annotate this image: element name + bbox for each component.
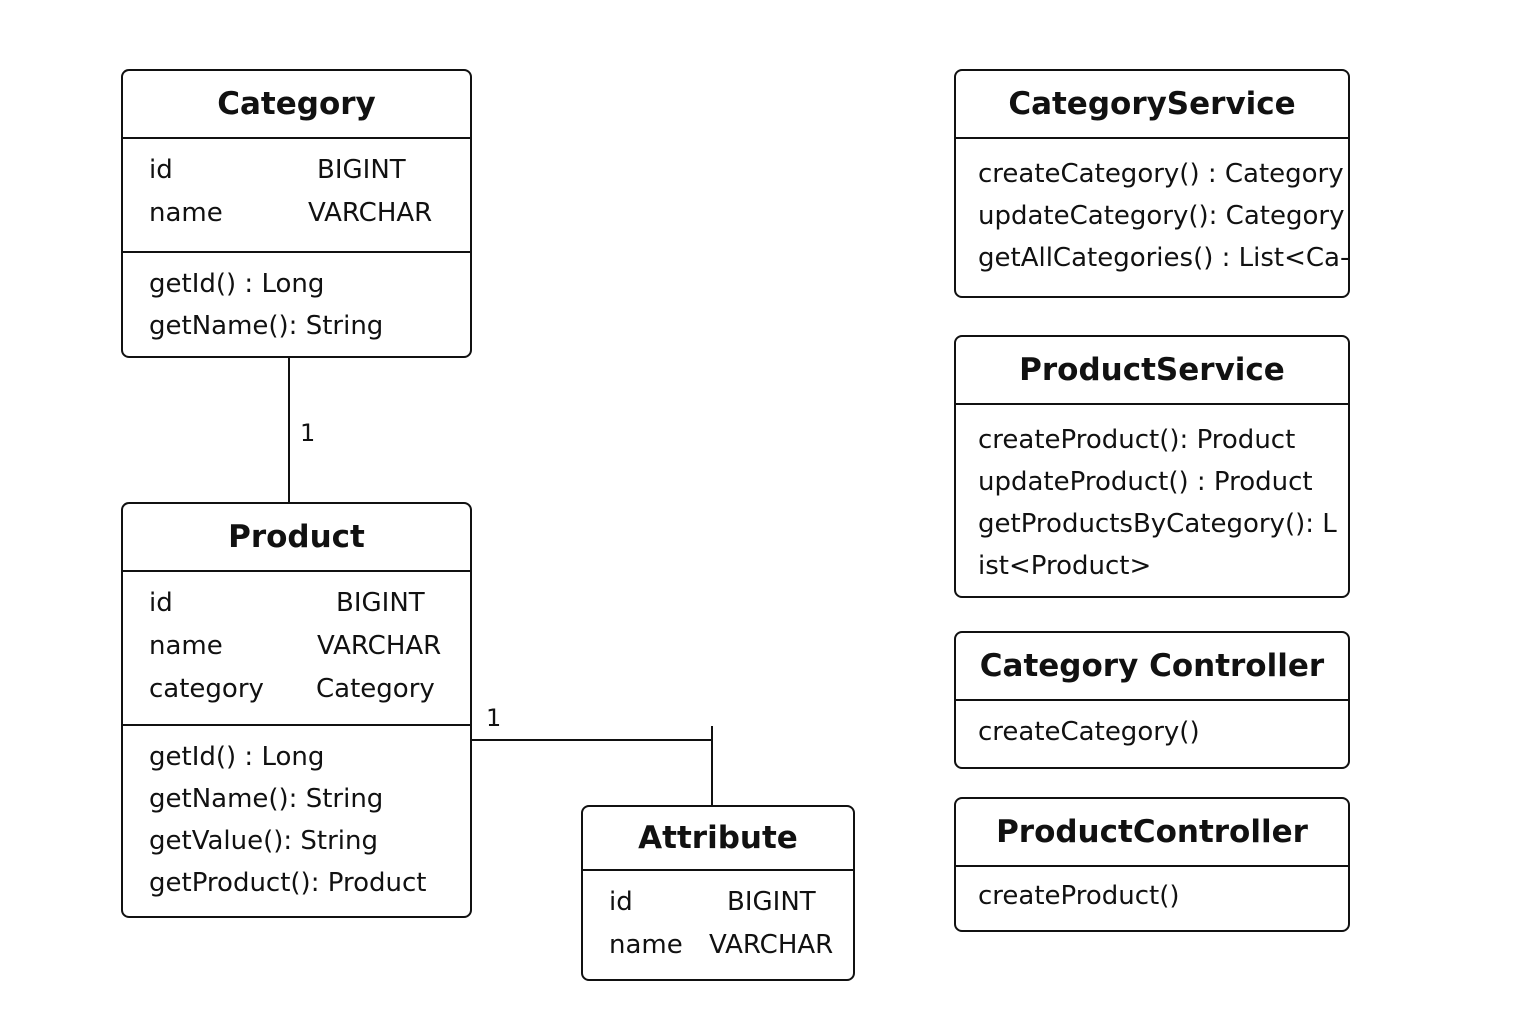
attribute-row: category Category [149, 668, 470, 711]
product-attribute-multiplicity: 1 [486, 704, 502, 732]
attribute-row: id BIGINT [149, 582, 470, 625]
class-title: Category Controller [956, 633, 1348, 701]
method-row: getAllCategories() : List<Ca- [978, 243, 1350, 273]
method-section: getId() : Long getName(): String [123, 253, 470, 347]
attribute-type: BIGINT [317, 155, 406, 185]
attribute-section: id BIGINT name VARCHAR [123, 139, 470, 253]
class-title: ProductService [956, 337, 1348, 405]
class-product-controller[interactable]: ProductController createProduct() [954, 797, 1350, 932]
class-title: Category [123, 71, 470, 139]
attribute-type: VARCHAR [709, 930, 834, 960]
method-row: updateCategory(): Category [978, 201, 1345, 231]
attribute-type: VARCHAR [317, 631, 442, 661]
method-section: createProduct(): Product updateProduct()… [956, 405, 1348, 587]
class-category-service[interactable]: CategoryService createCategory() : Categ… [954, 69, 1350, 298]
class-attribute[interactable]: Attribute id BIGINT name VARCHAR [581, 805, 855, 981]
method-row: createProduct() [978, 881, 1180, 911]
attribute-type: BIGINT [336, 588, 425, 618]
attribute-section: id BIGINT name VARCHAR [583, 871, 853, 967]
method-row: getName(): String [149, 311, 384, 341]
attribute-type: Category [316, 674, 435, 704]
method-row: updateProduct() : Product [978, 467, 1313, 497]
attribute-type: BIGINT [727, 887, 816, 917]
method-row: getId() : Long [149, 742, 325, 772]
product-attribute-link [471, 739, 713, 805]
method-row: getValue(): String [149, 826, 378, 856]
attribute-name: name [149, 631, 223, 661]
attribute-name: id [149, 588, 173, 618]
class-category[interactable]: Category id BIGINT name VARCHAR getId() … [121, 69, 472, 358]
method-row: getProductsByCategory(): L [978, 509, 1337, 539]
class-title: CategoryService [956, 71, 1348, 139]
class-product-service[interactable]: ProductService createProduct(): Product … [954, 335, 1350, 598]
method-row: ist<Product> [978, 551, 1152, 581]
category-product-multiplicity: 1 [300, 419, 316, 447]
method-section: createCategory() [956, 701, 1348, 753]
attribute-section: id BIGINT name VARCHAR category Category [123, 572, 470, 726]
class-product[interactable]: Product id BIGINT name VARCHAR category … [121, 502, 472, 918]
attribute-row: id BIGINT [609, 881, 853, 924]
attribute-name: category [149, 674, 264, 704]
attribute-name: name [149, 198, 223, 228]
method-section: getId() : Long getName(): String getValu… [123, 726, 470, 904]
class-title: ProductController [956, 799, 1348, 867]
method-row: createCategory() [978, 717, 1200, 747]
method-row: getName(): String [149, 784, 384, 814]
attribute-name: name [609, 930, 683, 960]
method-row: getId() : Long [149, 269, 325, 299]
method-row: getProduct(): Product [149, 868, 427, 898]
method-row: createProduct(): Product [978, 425, 1296, 455]
method-section: createCategory() : Category updateCatego… [956, 139, 1348, 279]
attribute-row: id BIGINT [149, 149, 470, 192]
attribute-name: id [609, 887, 633, 917]
attribute-row: name VARCHAR [149, 192, 470, 235]
attribute-row: name VARCHAR [149, 625, 470, 668]
class-title: Product [123, 504, 470, 572]
method-section: createProduct() [956, 867, 1348, 917]
class-title: Attribute [583, 807, 853, 871]
attribute-name: id [149, 155, 173, 185]
attribute-row: name VARCHAR [609, 924, 853, 967]
attribute-type: VARCHAR [308, 198, 433, 228]
method-row: createCategory() : Category [978, 159, 1344, 189]
class-category-controller[interactable]: Category Controller createCategory() [954, 631, 1350, 769]
